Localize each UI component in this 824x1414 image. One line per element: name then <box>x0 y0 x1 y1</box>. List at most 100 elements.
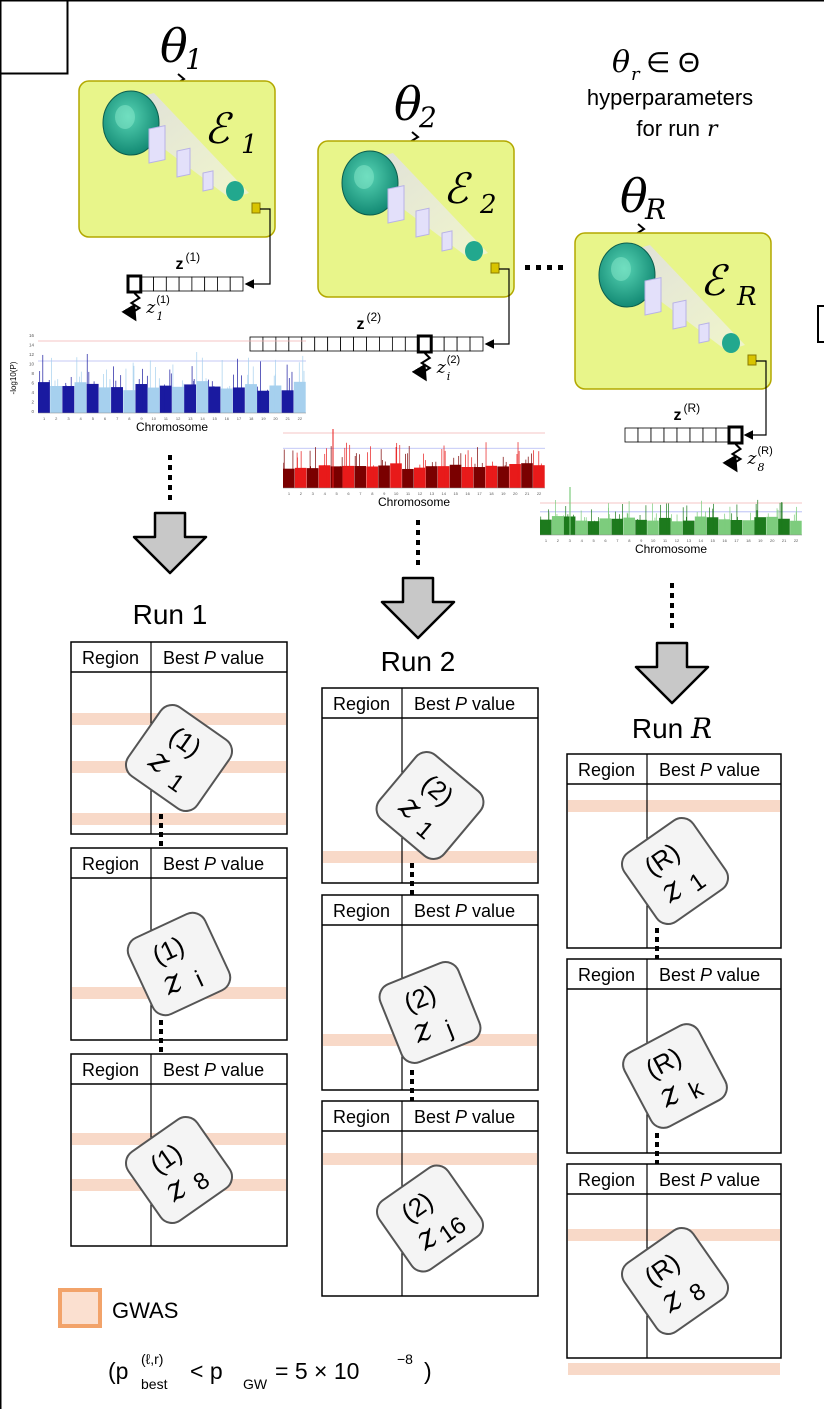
encoder-subscript: 1 <box>241 130 258 160</box>
chromosome-tick: 1 <box>288 491 291 496</box>
chromosome-band <box>552 516 564 535</box>
gwas-legend: GWAS (p best (ℓ,r) < p GW = 5 × 10 −8 ) <box>60 1290 432 1392</box>
formula-end: = 5 × 10 <box>275 1358 359 1384</box>
latent-vector-cell <box>690 428 703 442</box>
latent-vector-cell <box>263 337 276 351</box>
chromosome-tick: 16 <box>722 538 727 543</box>
encoder-subscript: 2 <box>479 190 497 220</box>
chromosome-tick: 6 <box>604 538 607 543</box>
best-p-header: Best P value <box>414 901 515 921</box>
latent-vector-cell <box>302 337 315 351</box>
panel-label-box <box>1 1 68 74</box>
latent-vector-sup: (1) <box>186 250 201 264</box>
latent-vector-cell <box>405 337 418 351</box>
vertical-ellipsis-dot <box>670 583 674 588</box>
chromosome-tick: 19 <box>758 538 763 543</box>
run-arrow-3 <box>636 583 708 703</box>
vertical-ellipsis-dot <box>168 465 172 470</box>
region-header: Region <box>82 648 139 668</box>
region-header: Region <box>333 901 390 921</box>
theta-symbol: θ <box>394 77 422 131</box>
region-header: Region <box>82 1060 139 1080</box>
y-tick: 2 <box>31 400 34 405</box>
chromosome-tick: 6 <box>104 416 107 421</box>
table-ellipsis-dot <box>410 1079 414 1084</box>
chromosome-tick: 4 <box>324 491 327 496</box>
chromosome-band <box>695 517 707 535</box>
y-tick: 0 <box>31 409 34 414</box>
best-p-header: Best P value <box>163 854 264 874</box>
brain-highlight <box>115 105 135 129</box>
latent-vector-cell <box>457 337 470 351</box>
run-title: Run 1 <box>133 599 208 630</box>
chromosome-tick: 20 <box>273 416 278 421</box>
chromosome-band <box>659 518 671 535</box>
best-p-header: Best P value <box>163 1060 264 1080</box>
chromosome-band <box>75 382 87 413</box>
chromosome-band <box>485 466 497 488</box>
latent-vector-cell <box>315 337 328 351</box>
chromosome-tick: 20 <box>770 538 775 543</box>
formula-open: (p <box>108 1358 128 1384</box>
chromosome-band <box>209 387 221 413</box>
latent-vector-cell <box>703 428 716 442</box>
best-p-header: Best P value <box>414 694 515 714</box>
table-ellipsis-dot <box>410 881 414 886</box>
hyper-membership: ∈ Θ <box>646 47 700 78</box>
encoder-layer <box>645 278 661 315</box>
region-header: Region <box>578 1170 635 1190</box>
chromosome-tick: 8 <box>628 538 631 543</box>
gwas-legend-swatch <box>60 1290 100 1326</box>
latent-vector-cell <box>625 428 638 442</box>
encoder-layer <box>416 208 429 237</box>
y-tick: 4 <box>31 390 34 395</box>
latent-vector-symbol: z <box>674 407 682 424</box>
latent-vector-cell <box>289 337 302 351</box>
y-tick: 6 <box>31 381 34 386</box>
adjacent-panel-box <box>818 306 824 342</box>
latent-vector-cell <box>664 428 677 442</box>
latent-vector-cell <box>192 277 205 291</box>
manhattan-xlabel: Chromosome <box>136 420 208 434</box>
chromosome-tick: 7 <box>116 416 119 421</box>
chromosome-tick: 21 <box>525 491 530 496</box>
chromosome-tick: 3 <box>312 491 315 496</box>
chromosome-tick: 4 <box>581 538 584 543</box>
manhattan-ylabel: -log10(P) <box>9 361 18 394</box>
theta-subscript: 2 <box>418 101 437 134</box>
vertical-ellipsis-dot <box>416 540 420 545</box>
vertical-ellipsis-dot <box>670 623 674 628</box>
chromosome-tick: 20 <box>513 491 518 496</box>
chromosome-tick: 5 <box>592 538 595 543</box>
latent-vector-cell <box>431 337 444 351</box>
latent-vector-cell <box>154 277 167 291</box>
ellipsis-dot <box>525 265 530 270</box>
latent-vector-cell <box>392 337 405 351</box>
chromosome-tick: 5 <box>92 416 95 421</box>
chromosome-tick: 21 <box>782 538 787 543</box>
best-p-header: Best P value <box>659 760 760 780</box>
y-tick: 8 <box>31 371 34 376</box>
chromosome-tick: 17 <box>477 491 482 496</box>
brain-highlight <box>354 165 374 189</box>
latent-vector-sup: (R) <box>684 401 701 415</box>
latent-vector-symbol: z <box>357 316 365 333</box>
best-p-header: Best P value <box>659 965 760 985</box>
formula-close: ) <box>424 1358 432 1384</box>
down-arrow <box>636 643 708 703</box>
run-title: Run 2 <box>381 646 456 677</box>
chromosome-tick: 22 <box>794 538 799 543</box>
latent-vector-cell <box>677 428 690 442</box>
encoder-ellipsis <box>525 265 563 270</box>
gwas-hit-stripe <box>72 813 286 825</box>
table-ellipsis-dot <box>655 1133 659 1138</box>
chromosome-band <box>233 387 245 413</box>
table-ellipsis-dot <box>159 1038 163 1043</box>
chromosome-tick: 8 <box>371 491 374 496</box>
selected-latent-symbol: z <box>747 449 758 469</box>
latent-vector-cell <box>230 277 243 291</box>
